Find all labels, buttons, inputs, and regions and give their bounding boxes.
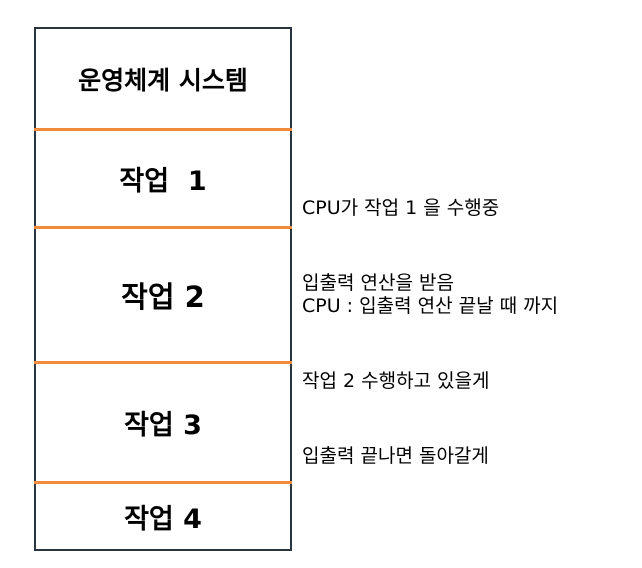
segment-os-label: 운영체계 시스템 bbox=[78, 66, 248, 95]
segment-job-1: 작업 1 bbox=[36, 130, 290, 227]
annotation-job-1-line-1: CPU가 작업 1 을 수행중 bbox=[302, 197, 500, 219]
segment-job-3-label: 작업 3 bbox=[124, 410, 202, 441]
annotation-job-1: CPU가 작업 1 을 수행중 입출력 연산을 받음 bbox=[302, 146, 499, 321]
annotation-job-2: CPU : 입출력 연산 끝날 때 까지 작업 2 수행하고 있을게 입출력 끝… bbox=[302, 244, 558, 494]
annotation-job-1-line-2: 입출력 연산을 받음 bbox=[302, 272, 454, 294]
divider-os-job1 bbox=[34, 128, 292, 131]
segment-job-2: 작업 2 bbox=[36, 228, 290, 362]
segment-operating-system: 운영체계 시스템 bbox=[36, 29, 290, 129]
divider-job1-job2 bbox=[34, 226, 292, 229]
divider-job2-job3 bbox=[34, 361, 292, 364]
annotation-job-2-line-2: 작업 2 수행하고 있을게 bbox=[302, 370, 490, 392]
segment-job-4-label: 작업 4 bbox=[124, 503, 202, 535]
segment-job-3: 작업 3 bbox=[36, 363, 290, 482]
annotation-job-2-line-3: 입출력 끝나면 돌아갈게 bbox=[302, 445, 489, 467]
segment-job-2-label: 작업 2 bbox=[121, 280, 205, 314]
segment-job-4: 작업 4 bbox=[36, 483, 290, 549]
segment-job-1-label: 작업 1 bbox=[119, 166, 207, 197]
divider-job3-job4 bbox=[34, 481, 292, 484]
annotation-job-2-line-1: CPU : 입출력 연산 끝날 때 까지 bbox=[302, 295, 559, 317]
memory-layout-box: 운영체계 시스템 작업 1 작업 2 작업 3 작업 4 bbox=[34, 27, 292, 551]
